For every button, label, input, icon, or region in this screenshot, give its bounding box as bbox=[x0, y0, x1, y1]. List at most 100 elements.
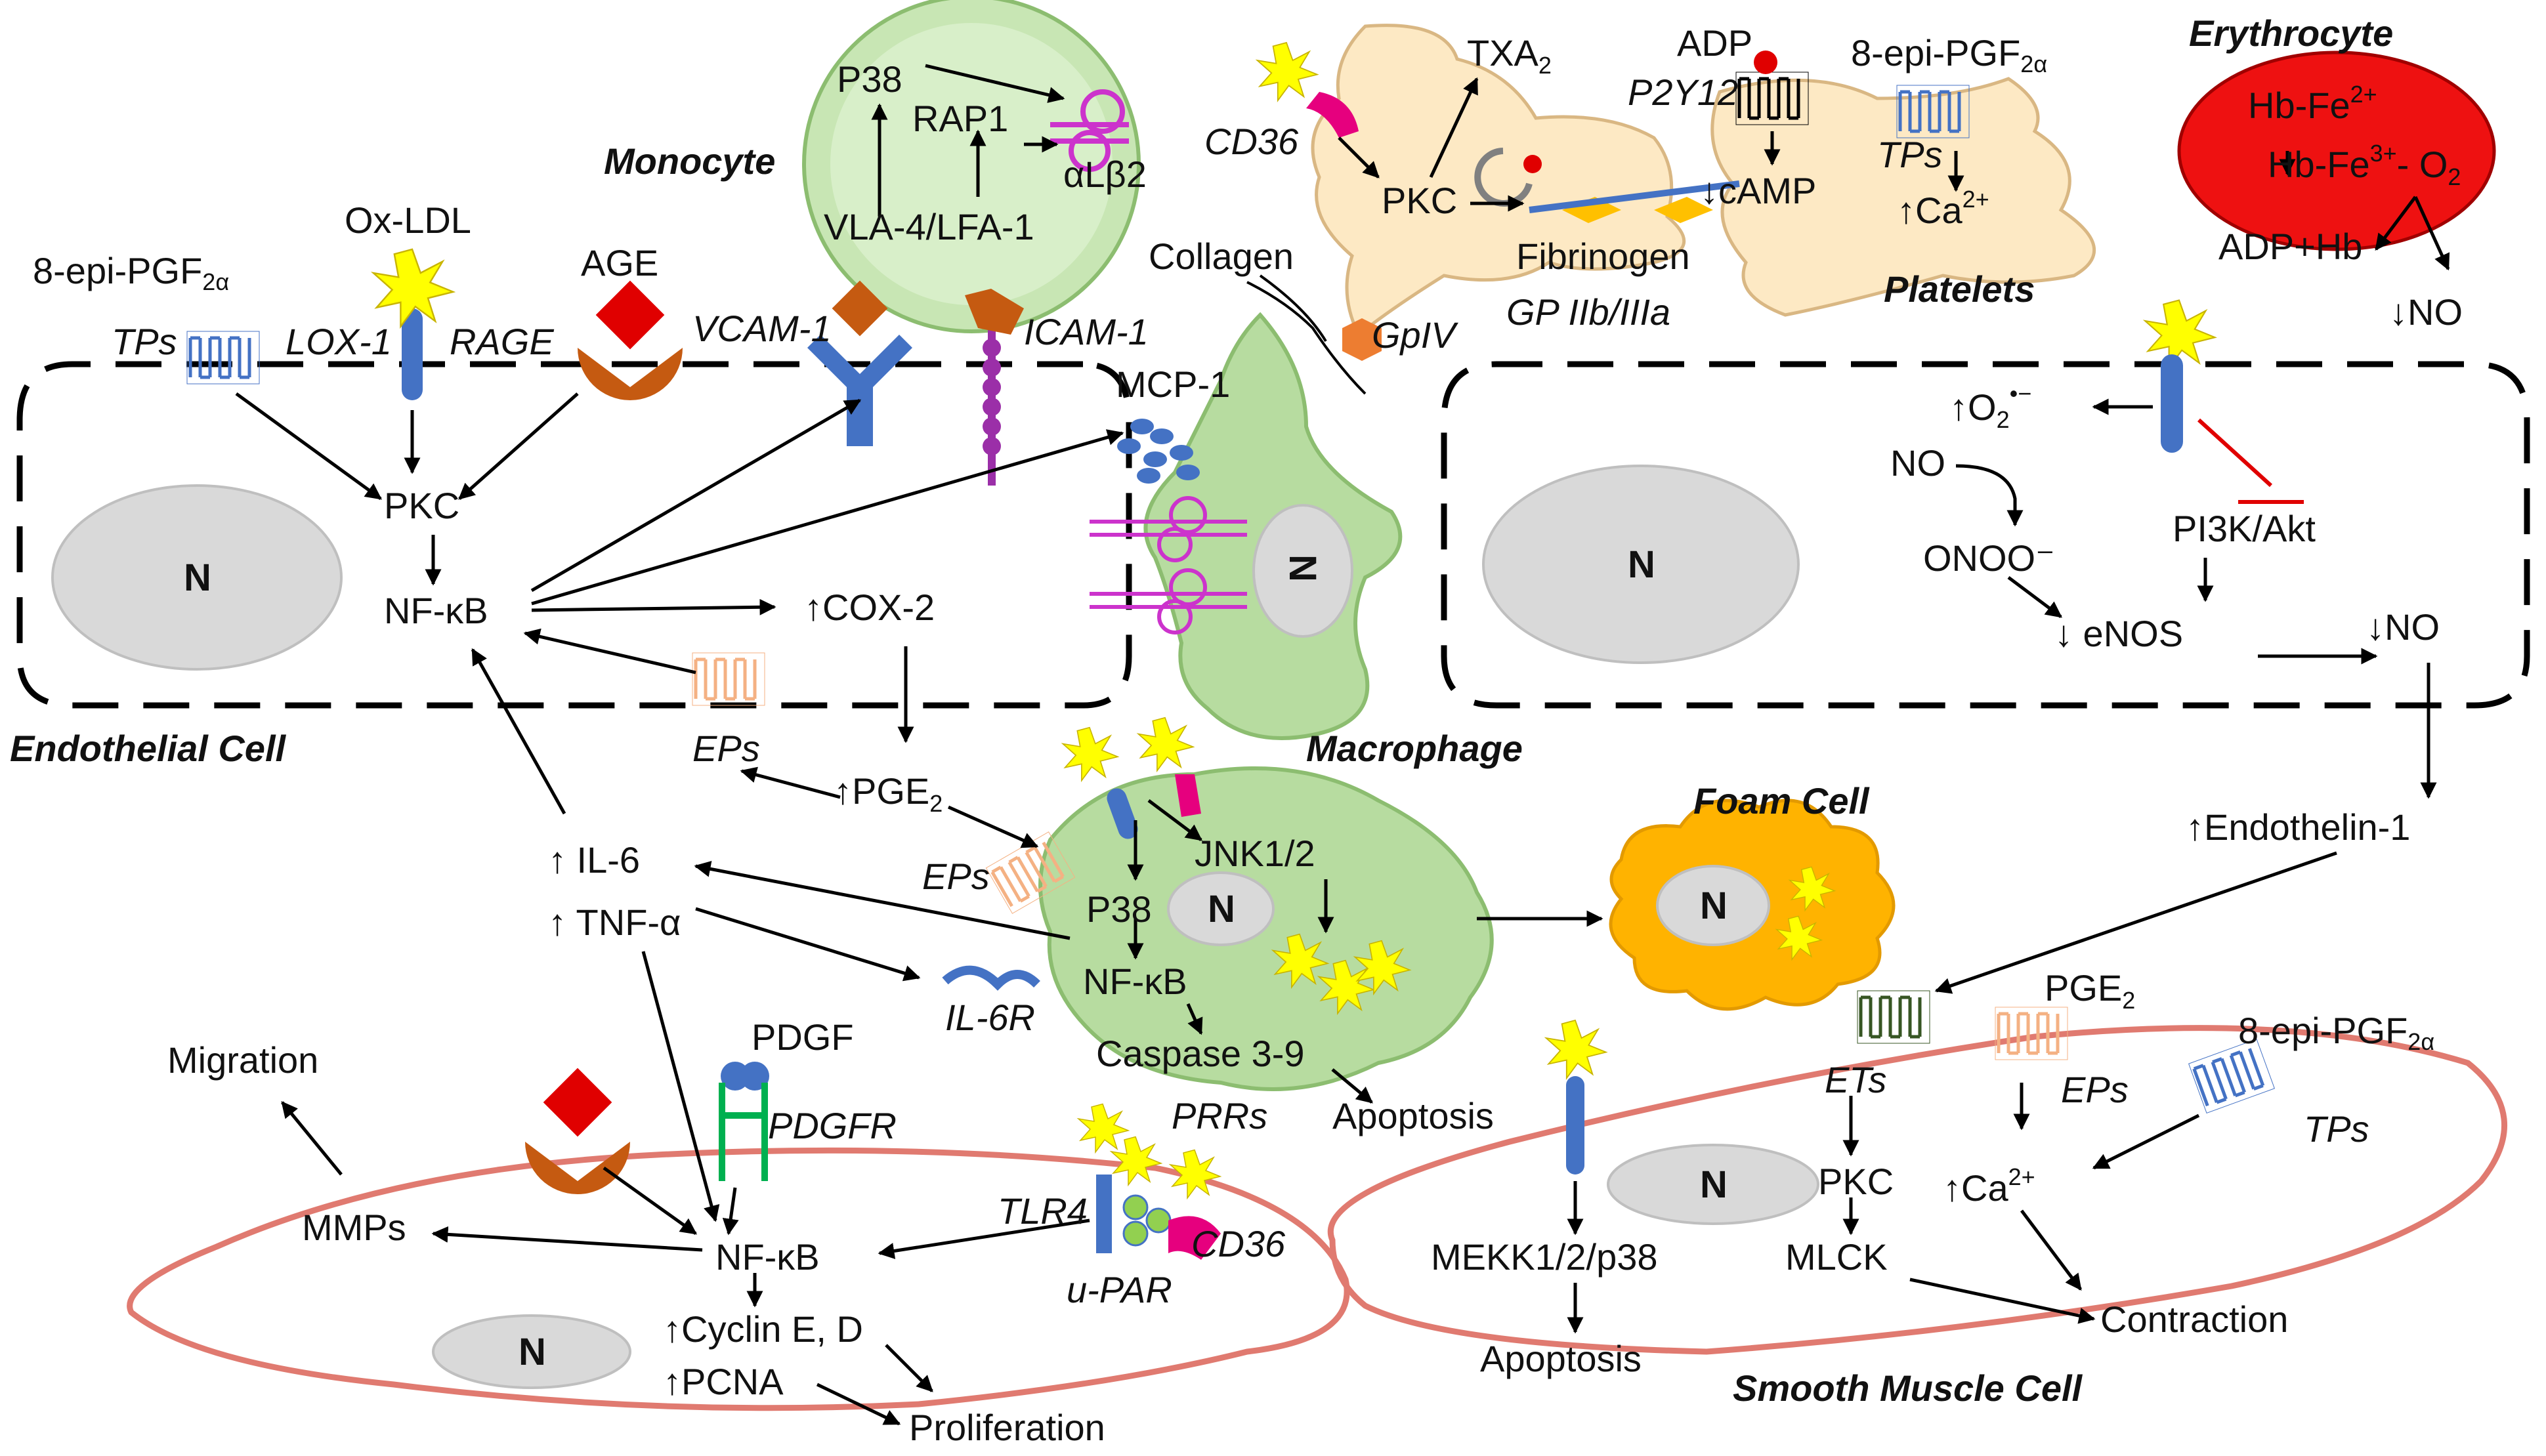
txa2-label: TXA2 bbox=[1467, 32, 1552, 79]
pi3k-label: PI3K/Akt bbox=[2173, 508, 2316, 549]
endo-pkc-label: PKC bbox=[384, 485, 459, 526]
ros-star-mac-2-icon bbox=[1137, 717, 1194, 772]
hb-fe3-label: Hb-Fe3+- O2 bbox=[2268, 140, 2461, 190]
tlr4-label: TLR4 bbox=[998, 1190, 1088, 1232]
mcp1-label: MCP-1 bbox=[1116, 364, 1230, 405]
pathway-arrows bbox=[235, 64, 2450, 1426]
ros-star-mac-1-icon bbox=[1062, 726, 1118, 781]
mlck-label: MLCK bbox=[1785, 1236, 1888, 1278]
hb-fe2-label: Hb-Fe2+ bbox=[2248, 81, 2377, 126]
caspase-label: Caspase 3-9 bbox=[1096, 1033, 1305, 1074]
endothelial-n-left-label: N bbox=[184, 556, 211, 599]
gp2b3a-label: GP IIb/IIIa bbox=[1506, 291, 1670, 333]
apoptosis-mac-label: Apoptosis bbox=[1332, 1095, 1494, 1136]
rage-label: RAGE bbox=[450, 321, 554, 362]
adp-label: ADP bbox=[1677, 22, 1752, 64]
up-pge2-label: ↑PGE2 bbox=[834, 770, 943, 817]
age-ligand-icon bbox=[590, 275, 670, 355]
adp-ligand-icon bbox=[1754, 51, 1777, 74]
ets-label: ETs bbox=[1825, 1059, 1886, 1100]
up-o2-label: ↑O2•− bbox=[1949, 380, 2031, 433]
ros-star-right-icon bbox=[2144, 299, 2216, 369]
tps-receptor-icon bbox=[187, 331, 259, 384]
down-no2-label: ↓NO bbox=[2366, 606, 2440, 648]
endothelial-cell-label: Endothelial Cell bbox=[10, 728, 286, 769]
eps-endo-label: EPs bbox=[692, 728, 760, 769]
down-no-label: ↓NO bbox=[2389, 291, 2463, 333]
eps-endothelial-receptor-icon bbox=[692, 653, 765, 705]
smc-left-nucleus bbox=[432, 1314, 631, 1389]
il6-label: ↑ IL-6 bbox=[548, 839, 640, 881]
pdgfr-receptor-icon bbox=[719, 1083, 768, 1181]
tlr4-receptor-icon bbox=[1096, 1175, 1112, 1253]
p2y12-label: P2Y12 bbox=[1628, 72, 1738, 113]
lox1-label: LOX-1 bbox=[286, 321, 392, 362]
smooth-muscle-cell-right bbox=[1327, 1025, 2508, 1355]
proliferation-label: Proliferation bbox=[909, 1407, 1105, 1448]
cyclin-label: ↑Cyclin E, D bbox=[663, 1308, 863, 1350]
smc-right-n-label: N bbox=[1700, 1163, 1728, 1206]
migration-label: Migration bbox=[167, 1039, 318, 1081]
macrophage-center-n-label: N bbox=[1208, 888, 1235, 930]
pdgf-label: PDGF bbox=[752, 1016, 854, 1058]
mac-receptor-blue-icon bbox=[1107, 788, 1138, 839]
eps-mac-label: EPs bbox=[922, 856, 990, 897]
platelet-ca-label: ↑Ca2+ bbox=[1897, 186, 1989, 231]
endothelial-n-right-label: N bbox=[1628, 543, 1655, 586]
no-label: NO bbox=[1890, 442, 1945, 484]
apoptosis-smc-label: Apoptosis bbox=[1480, 1338, 1642, 1379]
ros-receptor-smc-right-icon bbox=[1566, 1076, 1584, 1175]
icam1-label: ICAM-1 bbox=[1024, 311, 1149, 352]
upar-receptor-icon bbox=[1122, 1194, 1172, 1247]
vcam1-label: VCAM-1 bbox=[692, 308, 832, 349]
smc-nfkb-label: NF-κB bbox=[715, 1236, 820, 1278]
endo-nfkb-label: NF-κB bbox=[384, 590, 488, 631]
age-smc-ligand-icon bbox=[538, 1062, 618, 1142]
mono-rap1-label: RAP1 bbox=[912, 98, 1008, 139]
adp-hb-label: ADP+Hb bbox=[2218, 226, 2362, 267]
fibrinogen-icon bbox=[1529, 180, 1740, 223]
rage-smc-receptor-icon bbox=[525, 1142, 630, 1194]
platelet-adp-dot-icon bbox=[1523, 155, 1542, 173]
erythrocyte-label: Erythrocyte bbox=[2189, 12, 2393, 54]
fibrinogen-label: Fibrinogen bbox=[1516, 236, 1690, 277]
ets-receptor-icon bbox=[1857, 991, 1930, 1043]
enos-label: ↓ eNOS bbox=[2054, 613, 2183, 654]
upar-label: u-PAR bbox=[1067, 1269, 1172, 1310]
tnfa-label: ↑ TNF-α bbox=[548, 902, 681, 943]
endo-tps-ligand-label: 8-epi-PGF2α bbox=[33, 250, 229, 295]
il6r-label: IL-6R bbox=[945, 997, 1035, 1038]
endothelial-cell-border-left bbox=[16, 361, 1132, 709]
smc-right-nucleus bbox=[1607, 1144, 1819, 1225]
macrophage-integrin-icon bbox=[1090, 496, 1247, 634]
lfa1-ligand-icon bbox=[965, 289, 1024, 335]
smc-ca-label: ↑Ca2+ bbox=[1943, 1163, 2035, 1209]
vcam1-receptor-icon bbox=[807, 335, 912, 446]
eps-smc-receptor-icon bbox=[1995, 1007, 2068, 1060]
endothelial-nucleus-right bbox=[1482, 465, 1800, 664]
endothelial-cell-border-right bbox=[1441, 361, 2530, 709]
jnk-label: JNK1/2 bbox=[1195, 833, 1315, 874]
contraction-label: Contraction bbox=[2100, 1299, 2288, 1340]
foam-n-label: N bbox=[1700, 884, 1728, 927]
mcp1-dots-icon bbox=[1117, 419, 1200, 484]
gpiv-label: GpIV bbox=[1372, 314, 1458, 356]
foam-cell-nucleus bbox=[1656, 865, 1770, 946]
smc-tps-ligand-label: 8-epi-PGF2α bbox=[2238, 1010, 2434, 1055]
macrophage-label: Macrophage bbox=[1306, 728, 1523, 769]
tps-platelet-label: TPs bbox=[1877, 134, 1943, 175]
cox2-label: ↑COX-2 bbox=[804, 587, 935, 628]
mono-p38-label: P38 bbox=[837, 58, 902, 100]
ros-star-smc-right-icon bbox=[1545, 1020, 1607, 1079]
pcna-label: ↑PCNA bbox=[663, 1361, 784, 1402]
eps-smc-label: EPs bbox=[2061, 1069, 2129, 1110]
mac-nfkb-label: NF-κB bbox=[1083, 961, 1187, 1002]
il6r-receptor-icon bbox=[942, 965, 1040, 991]
tps-label: TPs bbox=[112, 321, 177, 362]
monocyte-label: Monocyte bbox=[604, 140, 775, 182]
mmps-label: MMPs bbox=[302, 1207, 406, 1248]
foam-cell-label: Foam Cell bbox=[1693, 780, 1870, 822]
smc-pkc-label: PKC bbox=[1818, 1161, 1894, 1202]
mac-p38-label: P38 bbox=[1086, 888, 1152, 930]
